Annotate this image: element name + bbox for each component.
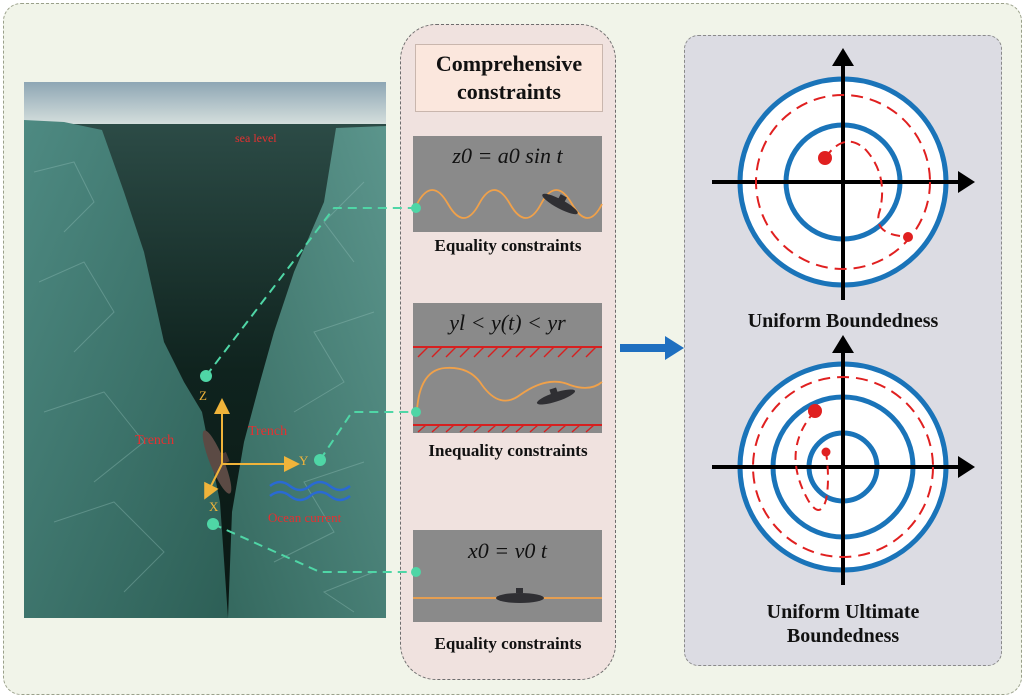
trench-right-label: Trench xyxy=(248,424,288,439)
equality-constraints-caption-1: Equality constraints xyxy=(434,236,582,255)
comprehensive-constraints-title: Comprehensive constraints xyxy=(415,44,603,112)
connector-dots xyxy=(200,203,421,577)
axis-x-label: X xyxy=(209,499,219,514)
bounded-trajectory xyxy=(416,366,603,411)
submarine-icon-1 xyxy=(542,193,578,215)
coordinate-axes xyxy=(204,398,300,500)
connector-lines xyxy=(205,207,416,573)
equality-constraint-panel-1 xyxy=(413,136,602,232)
axis-z-label: Z xyxy=(199,388,207,403)
formula-y-bounds: yl < y(t) < yr xyxy=(449,310,566,335)
sea-level-label: sea level xyxy=(235,131,277,145)
flow-arrow xyxy=(620,336,684,360)
uniform-boundedness-label: Uniform Boundedness xyxy=(747,310,939,332)
ocean-current-icon xyxy=(269,480,351,502)
inequality-constraints-caption: Inequality constraints xyxy=(428,441,588,460)
trench-left-label: Trench xyxy=(135,433,175,448)
formula-z0: z0 = a0 sin t xyxy=(452,143,563,168)
axis-y-label: Y xyxy=(299,453,309,468)
formula-x0: x0 = v0 t xyxy=(468,538,547,563)
ub-diagram xyxy=(712,48,975,300)
uub-diagram xyxy=(712,335,975,585)
submarine-icon-3 xyxy=(496,588,544,603)
lower-bound-hatch xyxy=(417,424,595,433)
equality-constraint-panel-2 xyxy=(413,530,602,622)
upper-bound-hatch xyxy=(417,346,597,358)
equality-constraints-caption-2: Equality constraints xyxy=(434,634,582,653)
submarine-icon-2 xyxy=(536,387,576,405)
sine-trajectory xyxy=(416,189,603,219)
uniform-ultimate-boundedness-label: Uniform Ultimate Boundedness xyxy=(766,601,920,647)
ocean-current-label: Ocean current xyxy=(268,510,342,525)
